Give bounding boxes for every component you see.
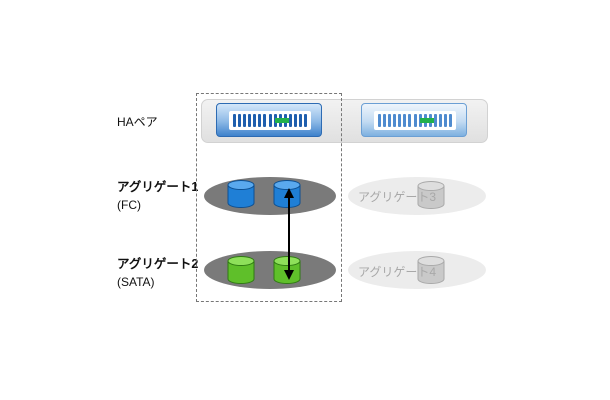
ha-pair-label: HAペア (117, 115, 158, 129)
aggregate2-shelf (204, 251, 336, 289)
controller-grille (374, 111, 456, 130)
disk-cylinder-icon (227, 256, 255, 284)
aggregate2-label: アグリゲート2 (117, 257, 199, 271)
aggregate1-label: アグリゲート1 (117, 180, 199, 194)
controller-grille (229, 111, 311, 130)
status-led-icon (275, 118, 289, 123)
disk-cylinder-icon (417, 181, 445, 209)
aggregate1-shelf (204, 177, 336, 215)
disk-cylinder-icon (227, 180, 255, 208)
disk-cylinder-icon (417, 256, 445, 284)
aggregate3-label: アグリゲート3 (358, 190, 437, 204)
disk-cylinder-icon (273, 180, 301, 208)
aggregate4-label: アグリゲート4 (358, 265, 437, 279)
bidirectional-arrow-icon (284, 188, 294, 280)
aggregate3-shelf (348, 177, 486, 215)
aggregate1-type-label: (FC) (117, 198, 141, 212)
aggregate2-type-label: (SATA) (117, 275, 155, 289)
storage-controller-icon (216, 103, 322, 137)
status-led-icon (420, 118, 434, 123)
aggregate4-shelf (348, 251, 486, 289)
storage-controller-icon (361, 103, 467, 137)
